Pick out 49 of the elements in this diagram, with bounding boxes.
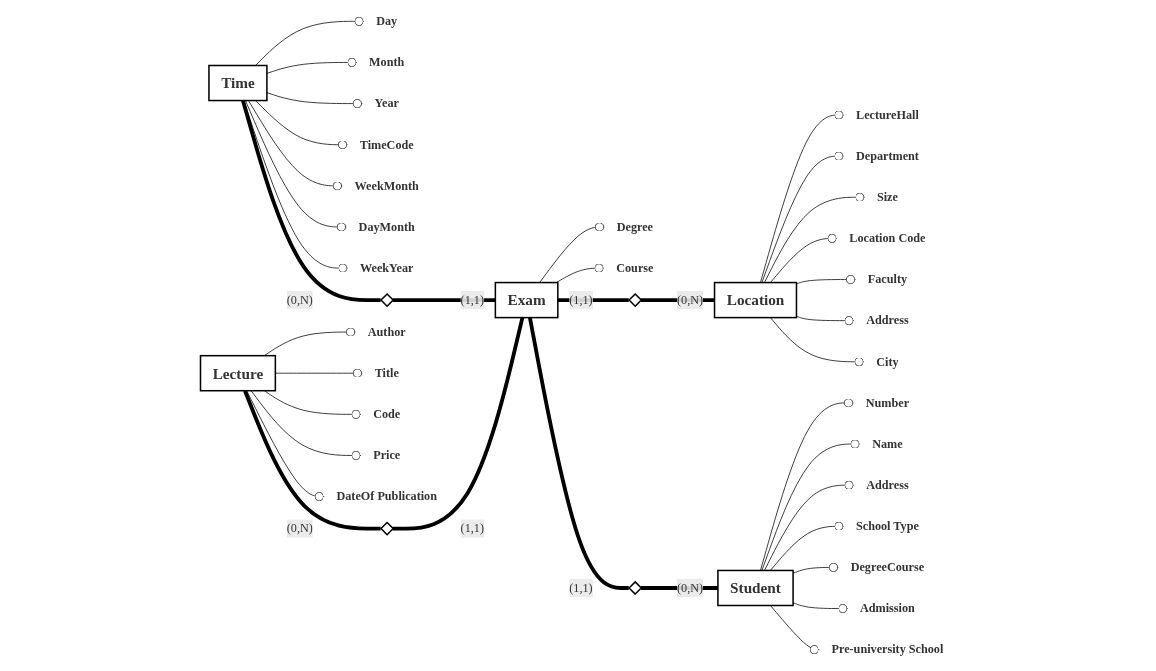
node-text: Address [866, 313, 909, 327]
node-text: Price [373, 448, 401, 462]
edge-label: (0,N) [286, 293, 313, 307]
node-diamond [379, 521, 395, 536]
edge-label: (1,1) [569, 581, 593, 595]
connector [528, 317, 629, 590]
node-text: Month [369, 55, 405, 69]
connector [392, 298, 496, 302]
node-text: Code [373, 407, 401, 421]
node-text: DateOf Publication [336, 489, 437, 503]
edge-label: (0,N) [677, 581, 704, 595]
node-text: Admission [859, 601, 915, 615]
node-text: Day [376, 14, 398, 28]
connector [392, 317, 525, 531]
node-text: Title [374, 366, 399, 380]
node-text: DegreeCourse [850, 560, 925, 574]
node-diamond [379, 292, 395, 308]
node-box: Location [713, 281, 798, 319]
node-text: Address [866, 478, 909, 492]
node-box: Student [717, 569, 794, 607]
node-text: WeekYear [359, 261, 414, 275]
connector [557, 298, 629, 302]
node-text: Size [876, 190, 898, 204]
node-text: Pre-university School [831, 642, 944, 656]
edge-label: (1,1) [569, 293, 593, 307]
node-box: Time [208, 64, 268, 102]
node-box: Exam [494, 281, 559, 319]
node-text: Department [855, 149, 919, 163]
node-text: School Type [855, 519, 919, 533]
edge-label: (0,N) [677, 293, 704, 307]
node-text: LectureHall [856, 108, 919, 122]
node-text: Name [872, 437, 903, 451]
node-text: Location Code [849, 231, 926, 245]
node-text: Course [616, 261, 654, 275]
node-text: WeekMonth [354, 178, 419, 192]
node-text: Number [865, 396, 910, 409]
node-text: Year [374, 96, 399, 110]
node-text: Author [367, 325, 406, 339]
node-diamond [628, 580, 643, 596]
node-text: Degree [616, 220, 653, 234]
node-diamond [628, 292, 643, 308]
edge-label: (1,1) [460, 293, 484, 307]
node-text: TimeCode [359, 137, 414, 151]
node-text: Faculty [867, 272, 908, 286]
edge-label: (1,1) [460, 521, 484, 535]
node-box: Lecture [199, 354, 277, 392]
node-text: DayMonth [358, 220, 415, 234]
edge-label: (0,N) [286, 521, 313, 535]
node-text: City [876, 354, 899, 368]
